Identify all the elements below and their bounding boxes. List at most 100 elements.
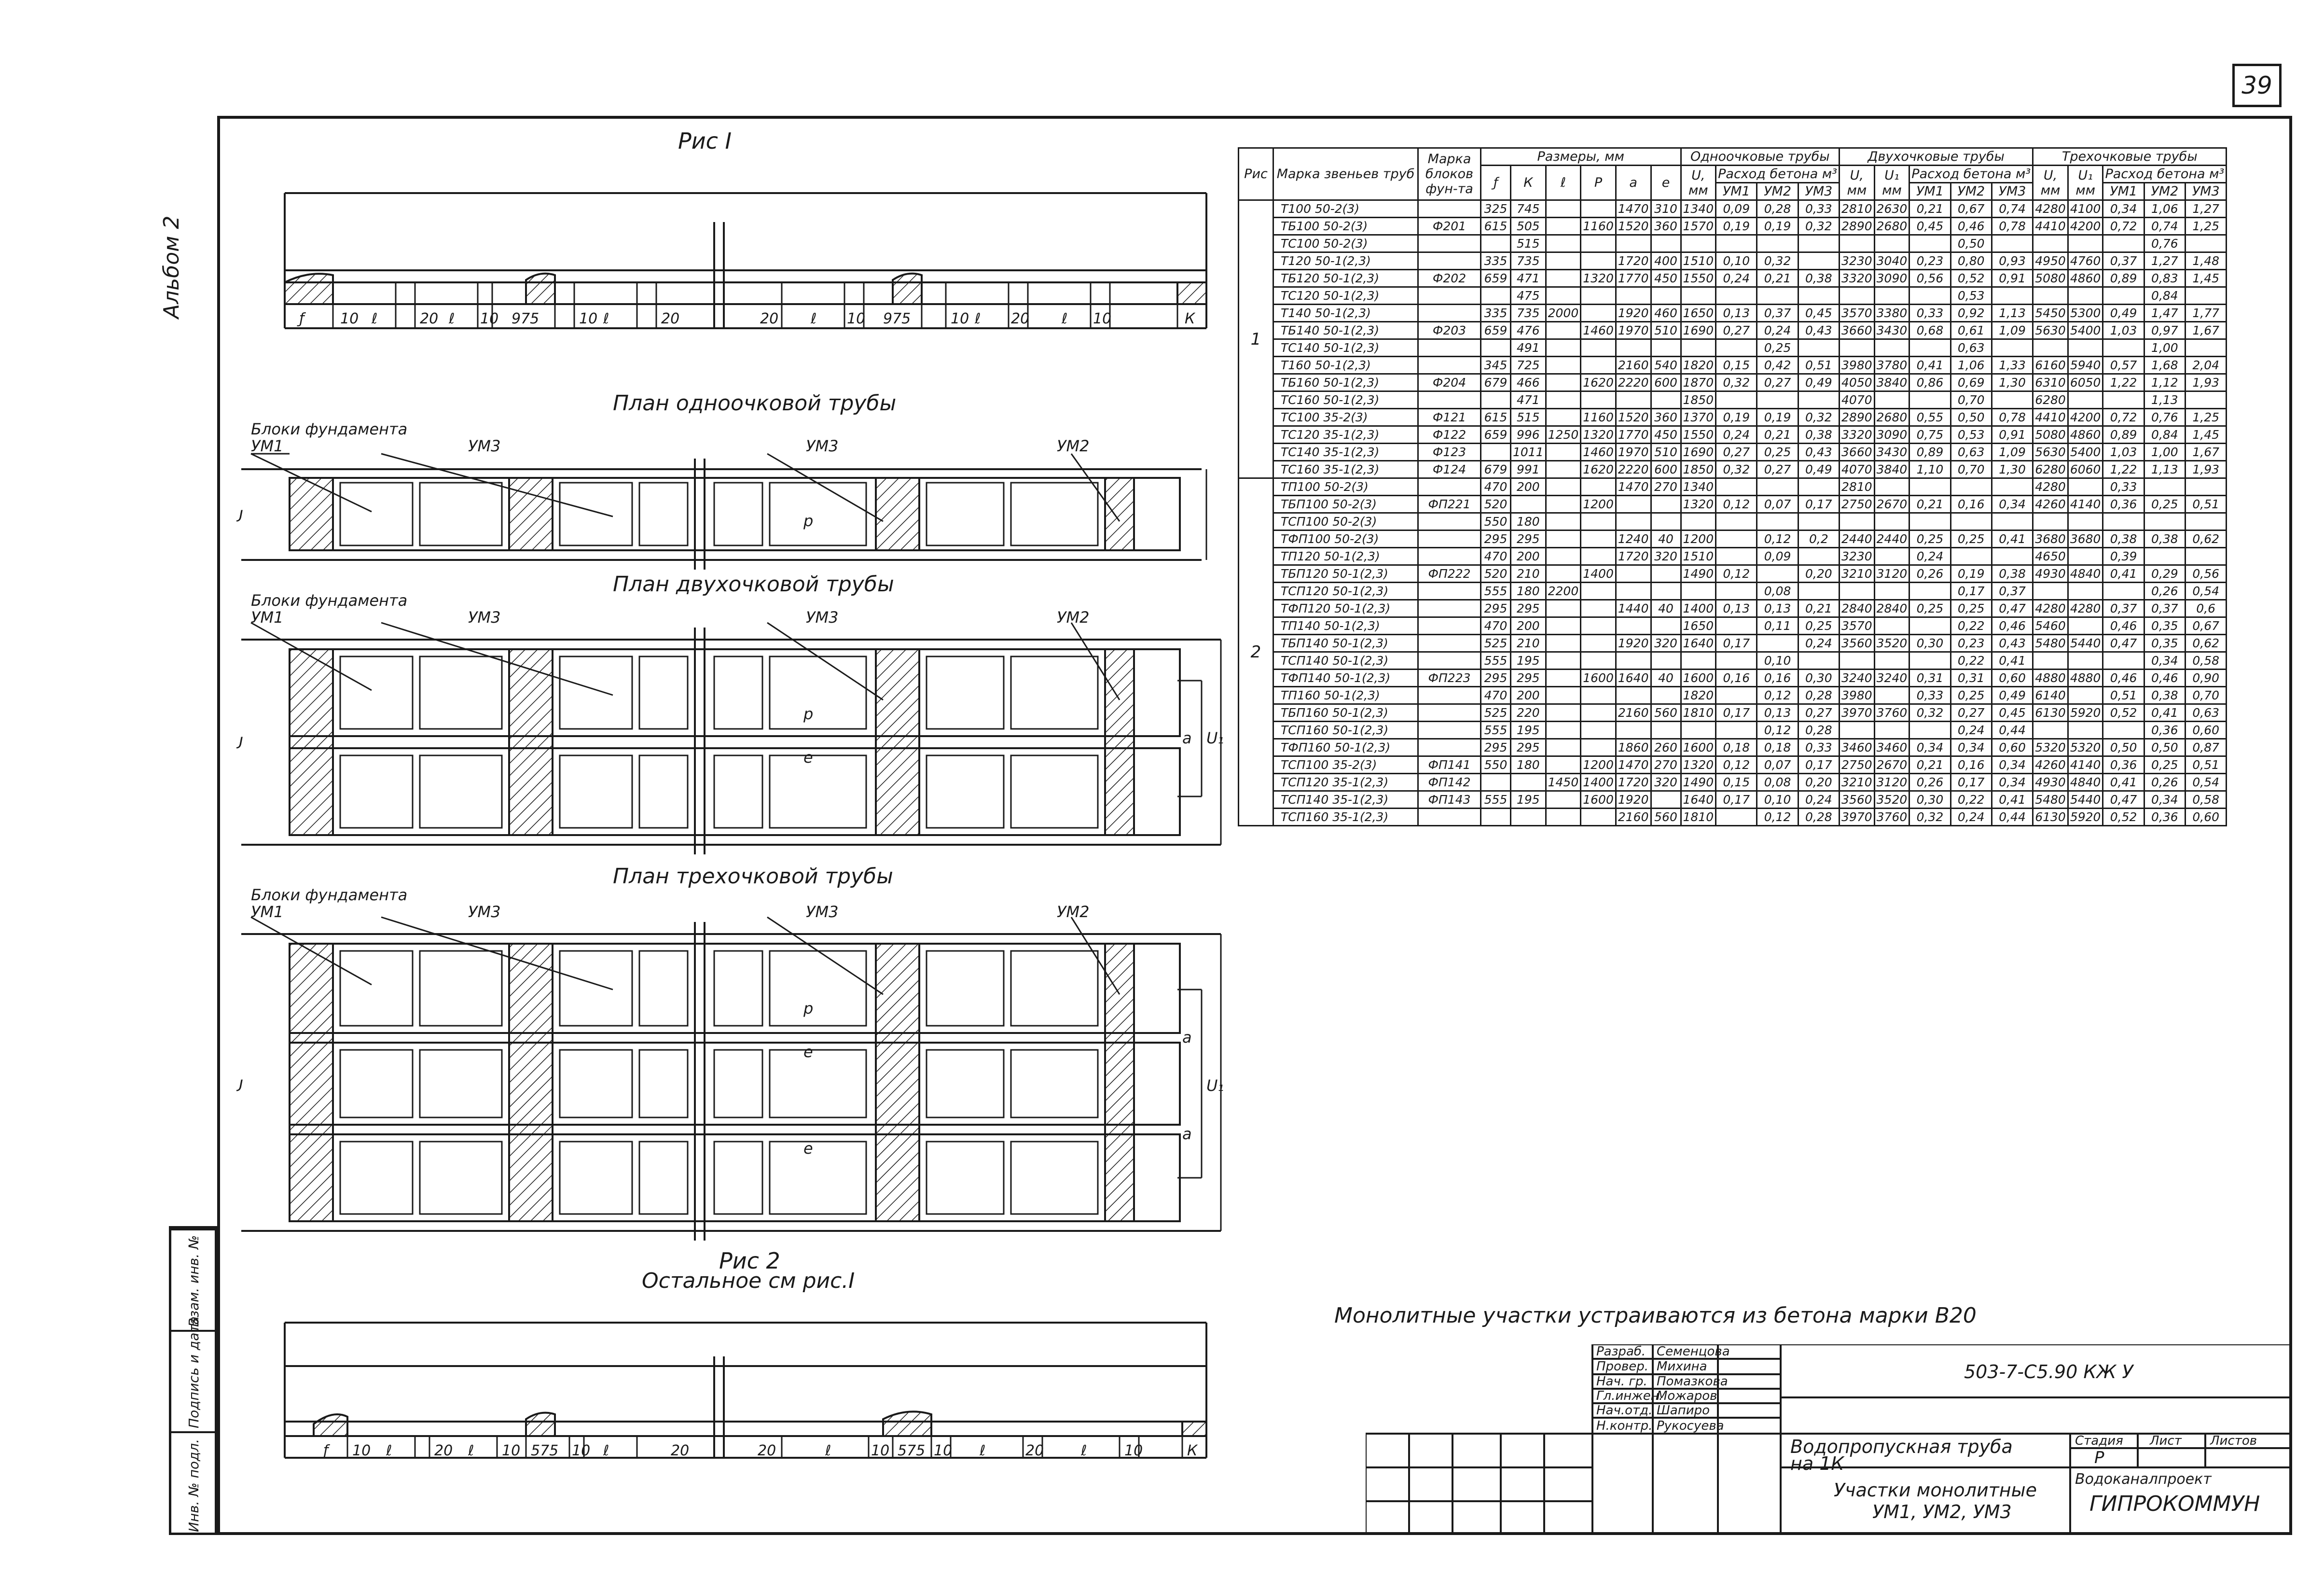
- table-cell-mark: ТФП120 50-1(2,3): [1273, 599, 1419, 618]
- table-cell-s3: [1797, 251, 1840, 270]
- fig2-dim-l6: ℓ: [1080, 1442, 1087, 1459]
- table-cell-k: 200: [1510, 616, 1547, 635]
- table-cell-d3: 0,34: [1991, 495, 2034, 514]
- plan-triple-axis-e: е: [803, 1043, 813, 1061]
- table-cell-mark: ТП100 50-2(3): [1273, 477, 1419, 496]
- table-cell-t3: 1,25: [2185, 217, 2227, 236]
- fig2-dim-10f: 10: [1124, 1442, 1143, 1459]
- table-cell-a: 1640: [1615, 669, 1652, 687]
- table-cell-mark: ТФП160 50-1(2,3): [1273, 738, 1419, 757]
- table-cell-d2: [1950, 547, 1992, 566]
- table-cell-s2: 0,12: [1756, 686, 1799, 705]
- table-cell-s2: 0,18: [1756, 738, 1799, 757]
- th-block-mark: Марка блоков фун-та: [1417, 147, 1481, 201]
- table-cell-d3: [1991, 477, 2034, 496]
- table-cell-t1: 0,50: [2102, 738, 2145, 757]
- table-cell-tu1: 4840: [2067, 564, 2104, 583]
- table-cell-s3: 0,33: [1797, 738, 1840, 757]
- table-cell-s1: 0,13: [1715, 304, 1758, 322]
- th-s-um2: УМ2: [1756, 182, 1799, 201]
- table-cell-block: Ф202: [1417, 269, 1481, 288]
- table-cell-u: 1200: [1680, 530, 1717, 548]
- table-cell-t1: 0,52: [2102, 703, 2145, 722]
- plan-triple-axis-e2: е: [803, 1139, 813, 1158]
- table-cell-a: [1615, 391, 1652, 409]
- table-cell-block: Ф201: [1417, 217, 1481, 236]
- table-cell-a: 1970: [1615, 321, 1652, 340]
- table-cell-l: [1545, 616, 1582, 635]
- table-cell-mark: ТСП160 35-1(2,3): [1273, 808, 1419, 826]
- stamp-sheets-header: Листов: [2210, 1434, 2257, 1448]
- fig1-dim-f: ƒ: [297, 310, 306, 327]
- table-cell-d1: 0,21: [1909, 755, 1951, 774]
- plan-triple-blocks-label: Блоки фундамента: [251, 888, 407, 904]
- table-cell-s2: [1756, 391, 1799, 409]
- table-cell-u: 1370: [1680, 408, 1717, 427]
- table-cell-d2: 0,17: [1950, 773, 1992, 792]
- table-cell-f: 295: [1480, 599, 1511, 618]
- table-cell-mark: ТБП140 50-1(2,3): [1273, 634, 1419, 653]
- table-cell-d1: 0,32: [1909, 703, 1951, 722]
- th-double-concrete: Расход бетона м³: [1909, 165, 2034, 183]
- table-cell-du1: [1873, 512, 1910, 531]
- table-cell-s2: 0,08: [1756, 773, 1799, 792]
- table-cell-block: Ф123: [1417, 443, 1481, 461]
- table-cell-s1: 0,32: [1715, 373, 1758, 392]
- table-cell-d1: 0,55: [1909, 408, 1951, 427]
- table-cell-t3: 0,51: [2185, 755, 2227, 774]
- stamp-sheet-title-line1: Участки монолитные: [1834, 1479, 2037, 1501]
- table-cell-s1: 0,17: [1715, 703, 1758, 722]
- table-cell-a: 2220: [1615, 460, 1652, 479]
- table-cell-du: 3560: [1839, 634, 1875, 653]
- table-cell-s2: 0,08: [1756, 582, 1799, 600]
- stamp-sheet-header: Лист: [2150, 1434, 2182, 1448]
- table-cell-t1: 0,41: [2102, 773, 2145, 792]
- fig1-dim-20c: 20: [760, 310, 778, 327]
- fig2-dim-20b: 20: [671, 1442, 689, 1459]
- table-cell-s1: 0,15: [1715, 356, 1758, 375]
- table-cell-t1: [2102, 651, 2145, 670]
- table-cell-d1: 0,68: [1909, 321, 1951, 340]
- th-double-u: U, мм: [1839, 165, 1875, 201]
- plan-double-um2: УМ2: [1057, 608, 1089, 627]
- table-cell-d2: 0,22: [1950, 616, 1992, 635]
- table-cell-k: 725: [1510, 356, 1547, 375]
- table-cell-d1: 0,41: [1909, 356, 1951, 375]
- table-cell-u: [1680, 721, 1717, 740]
- table-cell-d1: 0,26: [1909, 773, 1951, 792]
- table-cell-u: 1550: [1680, 269, 1717, 288]
- table-cell-tu1: 5320: [2067, 738, 2104, 757]
- table-cell-t3: 0,62: [2185, 634, 2227, 653]
- fig1-title: Рис I: [678, 128, 732, 154]
- table-cell-mark: ТП120 50-1(2,3): [1273, 547, 1419, 566]
- table-cell-u: 1490: [1680, 564, 1717, 583]
- table-cell-tu1: [2067, 651, 2104, 670]
- table-cell-d2: 0,24: [1950, 808, 1992, 826]
- table-cell-l: 2200: [1545, 582, 1582, 600]
- table-cell-du1: 3760: [1873, 808, 1910, 826]
- table-cell-d1: 0,30: [1909, 634, 1951, 653]
- table-cell-u: 1640: [1680, 634, 1717, 653]
- plan-triple-axis-p: р: [803, 999, 813, 1018]
- table-cell-block: [1417, 547, 1481, 566]
- table-cell-d3: 0,45: [1991, 703, 2034, 722]
- table-cell-tu1: 4760: [2067, 251, 2104, 270]
- table-cell-mark: ТСП140 35-1(2,3): [1273, 790, 1419, 809]
- table-cell-a: [1615, 286, 1652, 305]
- table-cell-f: 550: [1480, 512, 1511, 531]
- table-cell-e: 450: [1650, 425, 1682, 444]
- table-cell-t3: [2185, 512, 2227, 531]
- table-cell-d1: 0,33: [1909, 304, 1951, 322]
- plan-double-axis-a: a: [1182, 729, 1192, 747]
- fig1-dim-l4: ℓ: [810, 310, 816, 327]
- fig2-dim-10d: 10: [871, 1442, 889, 1459]
- table-cell-t2: 0,74: [2143, 217, 2186, 236]
- table-cell-e: [1650, 616, 1682, 635]
- table-cell-d2: 0,80: [1950, 251, 1992, 270]
- table-cell-p: [1580, 721, 1617, 740]
- table-cell-du: 3560: [1839, 790, 1875, 809]
